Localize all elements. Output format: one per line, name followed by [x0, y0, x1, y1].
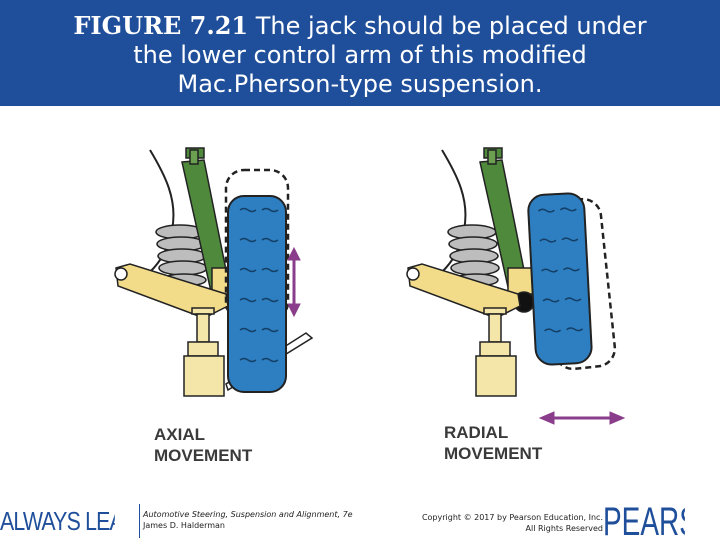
title-line-2: the lower control arm of this modified [133, 41, 587, 69]
axial-arrow [287, 246, 301, 318]
title-line-1-text: The jack should be placed under [248, 12, 647, 40]
axial-caption-line-1: AXIAL [154, 425, 205, 444]
radial-caption-line-2: MOVEMENT [444, 444, 543, 463]
copyright-line-1: Copyright © 2017 by Pearson Education, I… [421, 513, 603, 522]
right-floor-jack [475, 307, 517, 397]
book-info: Automotive Steering, Suspension and Alig… [143, 509, 353, 531]
axial-caption-line-2: MOVEMENT [154, 446, 253, 465]
radial-movement-caption: RADIAL MOVEMENT [444, 422, 542, 464]
left-strut [181, 147, 231, 297]
footer: ALWAYS LEARNING Automotive Steering, Sus… [0, 502, 720, 540]
right-diagram [406, 147, 626, 425]
book-author: James D. Halderman [143, 521, 225, 530]
suspension-illustration [114, 147, 626, 425]
right-coil-spring [447, 224, 500, 287]
footer-divider [139, 504, 140, 538]
right-control-arm [406, 263, 521, 319]
radial-arrow [538, 411, 626, 425]
right-tire [527, 192, 593, 366]
figure-title: FIGURE 7.21 The jack should be placed un… [0, 0, 720, 106]
copyright-line-2: All Rights Reserved [525, 524, 603, 533]
radial-caption-line-1: RADIAL [444, 423, 509, 442]
title-line-1: FIGURE 7.21 The jack should be placed un… [0, 11, 720, 41]
left-tire-outline [224, 168, 290, 322]
figure-label: FIGURE 7.21 [73, 11, 249, 40]
always-learning-logo: ALWAYS LEARNING [0, 506, 115, 536]
left-tire [227, 195, 287, 393]
axial-movement-caption: AXIAL MOVEMENT [154, 424, 252, 466]
book-title: Automotive Steering, Suspension and Alig… [143, 510, 353, 519]
left-floor-jack [183, 307, 225, 397]
title-line-3: Mac.Pherson-type suspension. [177, 70, 543, 98]
pearson-logo: PEARSON [603, 502, 685, 540]
left-diagram [114, 147, 314, 397]
copyright-notice: Copyright © 2017 by Pearson Education, I… [398, 512, 603, 534]
